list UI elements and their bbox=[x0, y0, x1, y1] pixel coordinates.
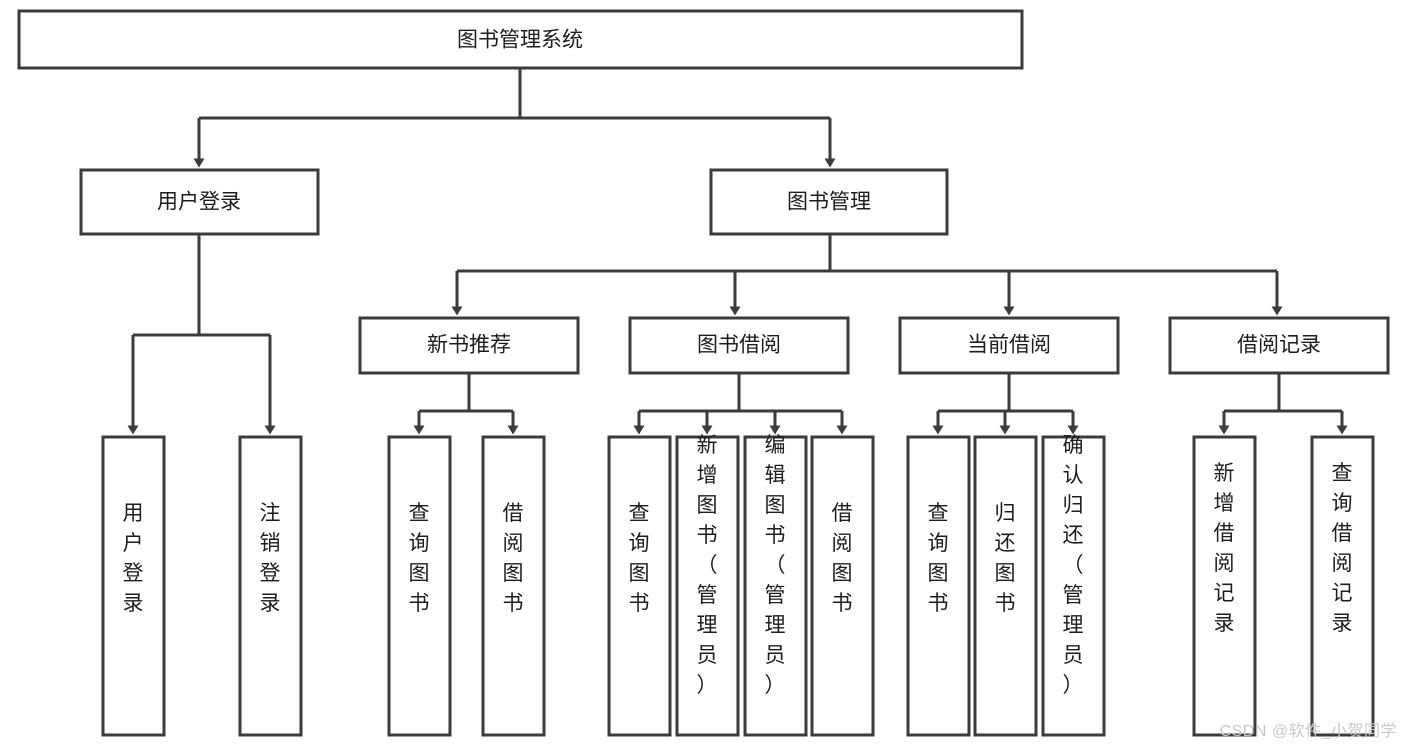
leaf-borrow-add-book[interactable]: 新增图书（管理员） bbox=[675, 434, 740, 737]
watermark: CSDN @软件_小贺同学 bbox=[1219, 723, 1397, 740]
node-book-borrow-label: 图书借阅 bbox=[697, 334, 781, 357]
leaf-newbook-query-book-label: 查询图书 bbox=[409, 502, 430, 615]
leaf-current-query-book[interactable]: 查询图书 bbox=[906, 435, 971, 737]
node-borrow-record-label: 借阅记录 bbox=[1237, 334, 1321, 357]
connector-userlogin-to-leaves bbox=[127, 234, 276, 435]
node-book-borrow[interactable]: 图书借阅 bbox=[628, 316, 850, 375]
node-new-book-recommend-label: 新书推荐 bbox=[427, 334, 511, 357]
node-root[interactable]: 图书管理系统 bbox=[17, 9, 1024, 70]
leaf-borrow-query-book[interactable]: 查询图书 bbox=[607, 435, 672, 737]
leaf-borrow-edit-book[interactable]: 编辑图书（管理员） bbox=[743, 434, 808, 737]
node-book-management[interactable]: 图书管理 bbox=[709, 168, 949, 236]
leaf-borrow-edit-book-label: 编辑图书（管理员） bbox=[765, 434, 786, 697]
connector-root-to-bus bbox=[193, 68, 836, 168]
leaf-newbook-query-book[interactable]: 查询图书 bbox=[387, 435, 452, 737]
node-current-borrow-label: 当前借阅 bbox=[967, 334, 1051, 357]
connector-record-to-leaves bbox=[1218, 373, 1348, 435]
leaf-current-query-book-label: 查询图书 bbox=[928, 502, 949, 615]
node-borrow-record[interactable]: 借阅记录 bbox=[1168, 316, 1390, 375]
leaf-logout[interactable]: 注销登录 bbox=[238, 435, 303, 737]
connector-bookmgmt-to-level3 bbox=[451, 234, 1283, 316]
node-current-borrow[interactable]: 当前借阅 bbox=[898, 316, 1120, 375]
leaf-record-query-record[interactable]: 查询借阅记录 bbox=[1310, 435, 1375, 737]
connector-borrow-to-leaves bbox=[633, 373, 848, 435]
node-user-login[interactable]: 用户登录 bbox=[79, 168, 320, 236]
node-root-label: 图书管理系统 bbox=[457, 29, 583, 52]
node-user-login-label: 用户登录 bbox=[157, 191, 241, 214]
leaf-record-add-record[interactable]: 新增借阅记录 bbox=[1192, 435, 1257, 737]
leaf-record-add-record-label: 新增借阅记录 bbox=[1214, 462, 1235, 635]
leaf-user-login[interactable]: 用户登录 bbox=[101, 435, 166, 737]
node-book-management-label: 图书管理 bbox=[787, 191, 871, 214]
leaf-user-login-label: 用户登录 bbox=[123, 502, 144, 615]
node-new-book-recommend[interactable]: 新书推荐 bbox=[358, 316, 580, 375]
leaf-current-return-book[interactable]: 归还图书 bbox=[973, 435, 1038, 737]
connector-current-to-leaves bbox=[932, 373, 1079, 435]
leaf-logout-label: 注销登录 bbox=[260, 502, 281, 615]
leaf-current-return-book-label: 归还图书 bbox=[995, 502, 1016, 615]
leaf-newbook-borrow-book-label: 借阅图书 bbox=[503, 502, 524, 615]
leaf-record-query-record-label: 查询借阅记录 bbox=[1332, 462, 1353, 635]
leaf-current-confirm-return-label: 确认归还（管理员） bbox=[1063, 434, 1084, 697]
leaf-borrow-query-book-label: 查询图书 bbox=[629, 502, 650, 615]
connector-newbook-to-leaves bbox=[413, 373, 519, 435]
leaf-borrow-borrow-book[interactable]: 借阅图书 bbox=[810, 435, 875, 737]
leaf-borrow-add-book-label: 新增图书（管理员） bbox=[697, 434, 718, 697]
leaf-borrow-borrow-book-label: 借阅图书 bbox=[832, 502, 853, 615]
leaf-current-confirm-return[interactable]: 确认归还（管理员） bbox=[1041, 434, 1106, 737]
leaf-newbook-borrow-book[interactable]: 借阅图书 bbox=[481, 435, 546, 737]
